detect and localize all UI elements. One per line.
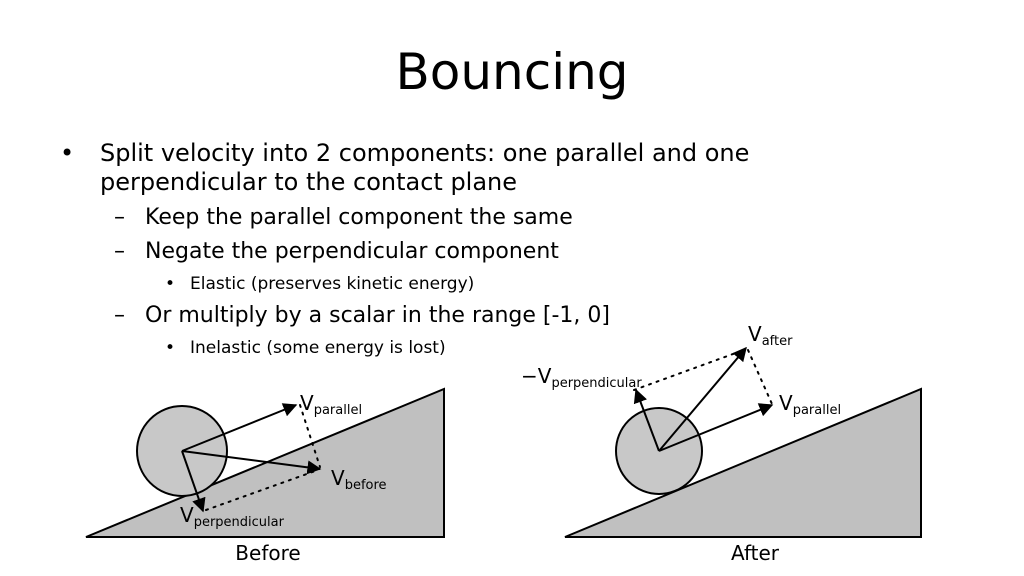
slide-title: Bouncing <box>395 43 629 101</box>
after-dotted-guide <box>747 349 773 405</box>
subscript: after <box>762 334 793 349</box>
after-caption: After <box>731 541 780 565</box>
before-velocity-arrow <box>181 450 322 475</box>
v-symbol: V <box>748 322 762 346</box>
subscript: perpendicular <box>551 376 642 391</box>
bullet-1-line-2: perpendicular to the contact plane <box>100 168 518 196</box>
v-symbol: V <box>300 391 314 415</box>
subscript: before <box>345 478 387 493</box>
bullet-marker: • <box>60 139 75 167</box>
dash-marker: – <box>114 205 125 230</box>
bullet-1-1: Keep the parallel component the same <box>145 205 573 230</box>
after-velocity-arrow <box>658 346 747 452</box>
before-caption: Before <box>235 541 300 565</box>
before-slope <box>85 387 445 538</box>
after-parallel-arrow <box>658 403 774 452</box>
label-v-perpendicular: Vperpendicular <box>180 503 285 530</box>
label-v-before: Vbefore <box>331 466 387 493</box>
label-neg-v-perpendicular: −Vperpendicular <box>521 364 642 391</box>
bullet-1-3-1: Inelastic (some energy is lost) <box>190 338 446 358</box>
label-v-after: Vafter <box>748 322 793 349</box>
small-bullet-marker: • <box>165 338 176 358</box>
dash-marker: – <box>114 303 125 328</box>
v-symbol: V <box>331 466 345 490</box>
bullet-1-2: Negate the perpendicular component <box>145 239 559 264</box>
dash-marker: – <box>114 239 125 264</box>
v-symbol: V <box>180 503 194 527</box>
before-dotted-guide <box>299 404 321 468</box>
v-symbol: −V <box>521 364 552 388</box>
subscript: parallel <box>793 403 841 418</box>
before-diagram: Vparallel Vbefore Vperpendicular Before <box>85 387 445 565</box>
subscript: perpendicular <box>194 515 285 530</box>
after-diagram: Vafter −Vperpendicular Vparallel After <box>521 322 922 565</box>
bullet-1-2-1: Elastic (preserves kinetic energy) <box>190 274 475 294</box>
after-dotted-guide <box>633 349 745 391</box>
bullet-1-3: Or multiply by a scalar in the range [-1… <box>145 303 610 328</box>
bullet-1-line-1: Split velocity into 2 components: one pa… <box>100 139 750 167</box>
after-neg-perpendicular-arrow <box>633 388 660 452</box>
before-perpendicular-arrow <box>181 450 206 513</box>
after-slope <box>564 387 922 538</box>
subscript: parallel <box>314 403 362 418</box>
before-parallel-arrow <box>181 403 298 452</box>
small-bullet-marker: • <box>165 274 176 294</box>
label-v-parallel-after: Vparallel <box>779 391 841 418</box>
v-symbol: V <box>779 391 793 415</box>
label-v-parallel: Vparallel <box>300 391 362 418</box>
